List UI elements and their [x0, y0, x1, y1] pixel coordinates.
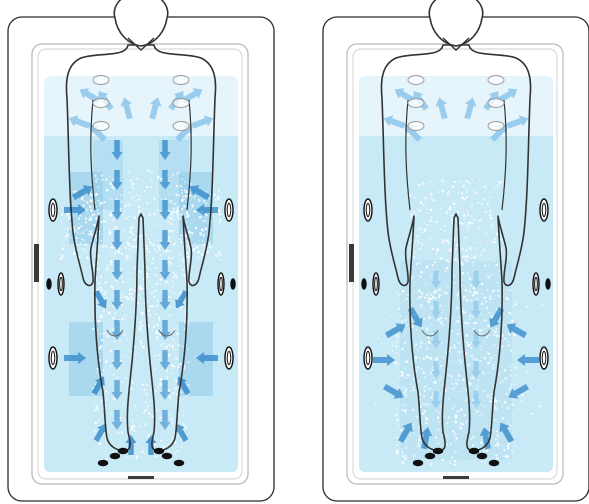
- jet-nozzle-icon: [163, 454, 172, 459]
- headrest-jet: [408, 99, 424, 108]
- headrest-jet: [173, 99, 189, 108]
- jet-nozzle-icon: [540, 199, 548, 221]
- jet-nozzle-icon: [490, 461, 499, 466]
- tub-handle: [349, 244, 354, 282]
- jet-nozzle-icon: [373, 273, 379, 295]
- left-tub-panel: [8, 0, 274, 501]
- jet-nozzle-icon: [175, 461, 184, 466]
- headrest-jet: [93, 76, 109, 85]
- tub-handle: [34, 244, 39, 282]
- jet-nozzle-icon: [362, 279, 366, 289]
- jet-nozzle-icon: [414, 461, 423, 466]
- jet-nozzle-icon: [540, 347, 548, 369]
- jet-nozzle-icon: [58, 273, 64, 295]
- headrest-jet: [408, 122, 424, 131]
- headrest-jet: [93, 99, 109, 108]
- jet-nozzle-icon: [49, 199, 57, 221]
- jet-nozzle-icon: [155, 449, 164, 454]
- jet-nozzle-icon: [533, 273, 539, 295]
- headrest-jet: [488, 76, 504, 85]
- jet-nozzle-icon: [364, 199, 372, 221]
- jet-nozzle-icon: [99, 461, 108, 466]
- right-tub-panel: [323, 0, 589, 501]
- headrest-jet: [488, 99, 504, 108]
- jet-nozzle-icon: [49, 347, 57, 369]
- headrest-jet: [408, 76, 424, 85]
- jet-nozzle-icon: [119, 449, 128, 454]
- jet-nozzle-icon: [225, 347, 233, 369]
- drain-slot: [443, 476, 469, 479]
- jet-nozzle-icon: [364, 347, 372, 369]
- jet-nozzle-icon: [111, 454, 120, 459]
- jet-nozzle-icon: [546, 279, 550, 289]
- jet-nozzle-icon: [478, 454, 487, 459]
- jet-nozzle-icon: [434, 449, 443, 454]
- jet-nozzle-icon: [218, 273, 224, 295]
- jet-nozzle-icon: [470, 449, 479, 454]
- jet-nozzle-icon: [225, 199, 233, 221]
- jet-nozzle-icon: [47, 279, 51, 289]
- headrest-jet: [93, 122, 109, 131]
- headrest-jet: [173, 122, 189, 131]
- jet-nozzle-icon: [231, 279, 235, 289]
- headrest-jet: [173, 76, 189, 85]
- headrest-jet: [488, 122, 504, 131]
- drain-slot: [128, 476, 154, 479]
- jet-nozzle-icon: [426, 454, 435, 459]
